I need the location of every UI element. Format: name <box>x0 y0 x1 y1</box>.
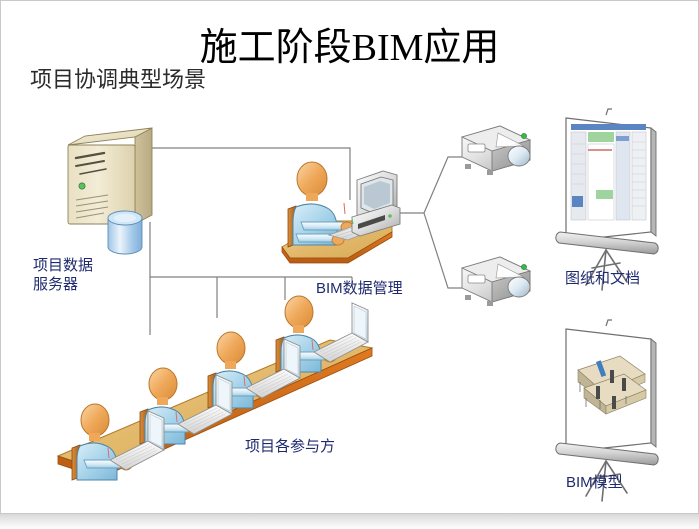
label-bim-data-management: BIM数据管理 <box>316 280 403 297</box>
label-bim-model: BIM模型 <box>566 474 623 491</box>
slide-drop-shadow <box>0 514 699 529</box>
page-title: 施工阶段BIM应用 <box>199 27 500 69</box>
page-subtitle: 项目协调典型场景 <box>30 67 207 92</box>
label-drawings-and-documents: 图纸和文档 <box>565 270 641 287</box>
label-project-data-server-line2: 服务器 <box>33 276 79 293</box>
label-project-participants: 项目各参与方 <box>245 438 336 455</box>
label-project-data-server: 项目数据 服务器 <box>33 256 93 294</box>
label-project-data-server-line1: 项目数据 <box>33 257 94 274</box>
